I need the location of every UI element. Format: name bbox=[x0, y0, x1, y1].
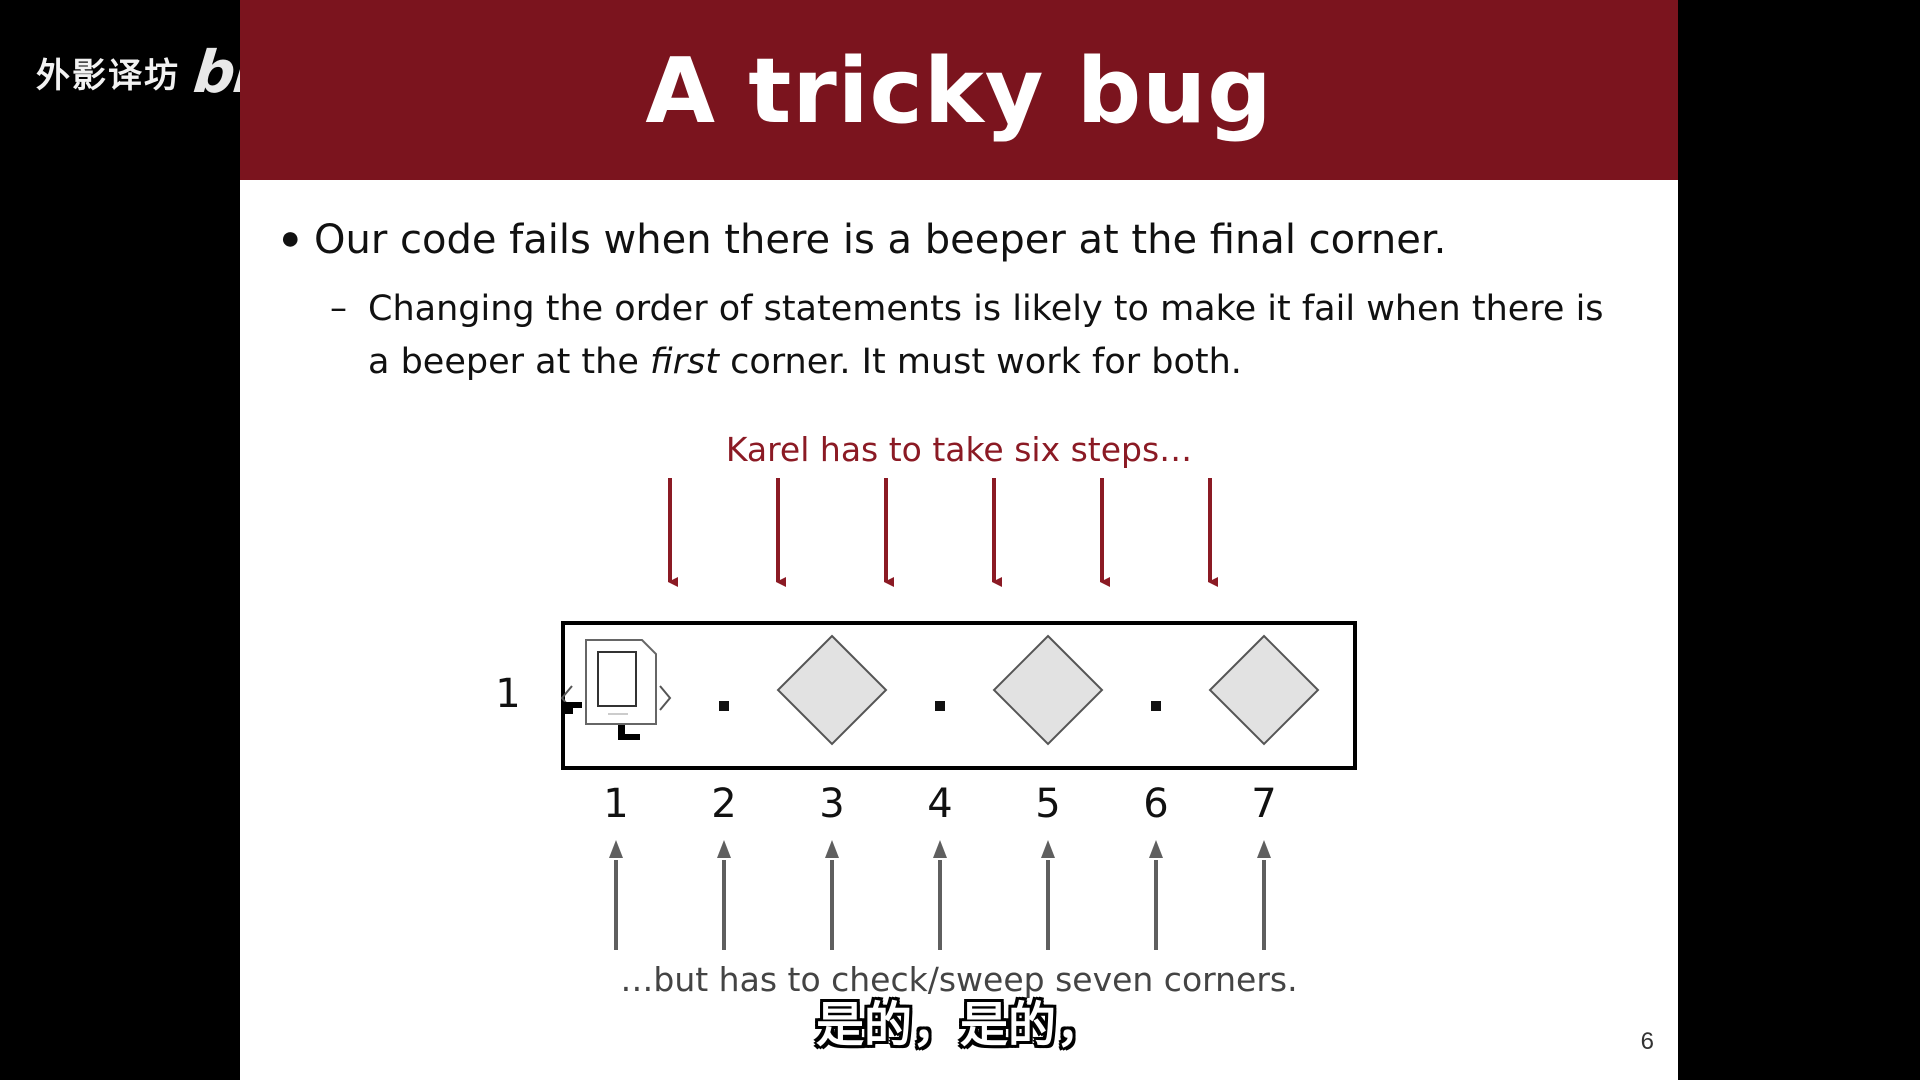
karel-world-diagram: 1 1 2 3 4 5 6 7 bbox=[495, 478, 1357, 950]
slide-title: A tricky bug bbox=[645, 39, 1273, 144]
check-arrow bbox=[1041, 840, 1055, 950]
sub-bullet-item: – Changing the order of statements is li… bbox=[330, 283, 1630, 389]
corner-label: 4 bbox=[927, 781, 952, 827]
beeper-icon bbox=[776, 634, 888, 746]
step-arrows bbox=[668, 478, 1218, 587]
watermark: 外影译坊 bilibili bbox=[36, 38, 384, 106]
world-cells bbox=[560, 634, 1320, 746]
page-number: 6 bbox=[1640, 1028, 1654, 1055]
check-arrow bbox=[1149, 840, 1163, 950]
check-arrow bbox=[933, 840, 947, 950]
corner-label: 3 bbox=[819, 781, 844, 827]
sub-bullet-text: Changing the order of statements is like… bbox=[368, 283, 1628, 389]
empty-corner-dot bbox=[935, 701, 945, 711]
bullet-dot-icon: ● bbox=[280, 219, 301, 257]
corner-label: 1 bbox=[603, 781, 628, 827]
caption-bottom: …but has to check/sweep seven corners. bbox=[620, 960, 1298, 999]
corner-label: 7 bbox=[1251, 781, 1276, 827]
slide: A tricky bug ● Our code fails when there… bbox=[240, 0, 1678, 1080]
bullet-text: Our code fails when there is a beeper at… bbox=[314, 217, 1447, 263]
karel-robot-icon bbox=[560, 639, 672, 740]
check-arrow bbox=[717, 840, 731, 950]
video-subtitle: 是的，是的， bbox=[815, 997, 1104, 1053]
corner-labels: 1 2 3 4 5 6 7 bbox=[603, 781, 1276, 827]
beeper-icon bbox=[992, 634, 1104, 746]
check-arrows bbox=[609, 840, 1271, 950]
beeper-icon bbox=[1208, 634, 1320, 746]
corner-label: 6 bbox=[1143, 781, 1168, 827]
row-label: 1 bbox=[495, 671, 520, 717]
slide-header: A tricky bug bbox=[240, 0, 1678, 180]
bullet-item: ● Our code fails when there is a beeper … bbox=[280, 214, 1446, 266]
sub-bullet-part2: corner. It must work for both. bbox=[718, 342, 1242, 382]
corner-label: 5 bbox=[1035, 781, 1060, 827]
empty-corner-dot bbox=[1151, 701, 1161, 711]
check-arrow bbox=[609, 840, 623, 950]
corner-label: 2 bbox=[711, 781, 736, 827]
check-arrow bbox=[825, 840, 839, 950]
caption-top-text: Karel has to take six steps… bbox=[725, 430, 1193, 469]
sub-bullet-part1: Changing the order of statements is like… bbox=[368, 289, 1604, 382]
caption-top: Karel has to take six steps… bbox=[240, 430, 1677, 469]
empty-corner-dot bbox=[719, 701, 729, 711]
check-arrow bbox=[1257, 840, 1271, 950]
sub-bullet-emphasis: first bbox=[649, 342, 719, 382]
watermark-text: 外影译坊 bbox=[36, 55, 180, 96]
dash-icon: – bbox=[330, 288, 347, 328]
